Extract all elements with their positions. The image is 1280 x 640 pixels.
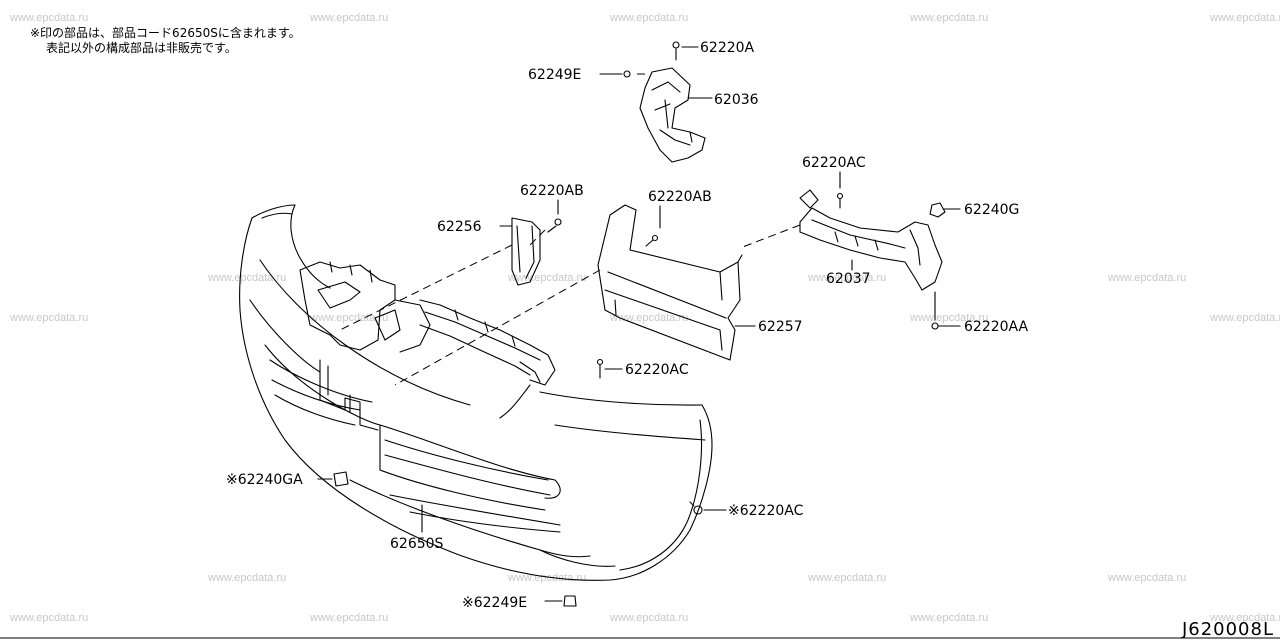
diagram-id: J620008L — [1181, 619, 1274, 640]
watermark: www.epcdata.ru — [910, 312, 989, 324]
bracket-62256[interactable] — [511, 217, 562, 286]
watermark: www.epcdata.ru — [508, 572, 587, 584]
watermark: www.epcdata.ru — [610, 12, 689, 24]
watermark: www.epcdata.ru — [310, 312, 389, 324]
watermark: www.epcdata.ru — [1210, 312, 1280, 324]
watermark: www.epcdata.ru — [1210, 12, 1280, 24]
label-62220ac-mid: 62220AC — [625, 362, 689, 378]
watermark: www.epcdata.ru — [910, 612, 989, 624]
bracket-62036[interactable] — [623, 41, 706, 163]
bracket-62037[interactable] — [799, 189, 946, 330]
watermark: www.epcdata.ru — [310, 12, 389, 24]
watermark: www.epcdata.ru — [310, 612, 389, 624]
watermark: www.epcdata.ru — [910, 12, 989, 24]
label-62220ab-mid: 62220AB — [648, 189, 712, 205]
clip-62249e-bottom[interactable] — [563, 595, 577, 607]
watermark: www.epcdata.ru — [808, 272, 887, 284]
screw-62220ac-mid[interactable] — [596, 358, 604, 379]
bumper-fascia-62650s[interactable] — [239, 204, 713, 581]
watermark: www.epcdata.ru — [208, 572, 287, 584]
clip-62240ga[interactable] — [333, 471, 349, 487]
label-62220ab-left: 62220AB — [520, 183, 584, 199]
watermark: www.epcdata.ru — [208, 272, 287, 284]
label-62220aa: 62220AA — [964, 319, 1029, 335]
screw-62220ac-lower[interactable] — [689, 501, 703, 515]
watermark: www.epcdata.ru — [1108, 572, 1187, 584]
label-62256: 62256 — [437, 219, 482, 235]
watermark: www.epcdata.ru — [10, 612, 89, 624]
label-62036: 62036 — [714, 92, 759, 108]
air-duct-62257[interactable] — [597, 204, 743, 361]
label-62037: 62037 — [826, 271, 871, 287]
watermark: www.epcdata.ru — [10, 312, 89, 324]
label-62220a: 62220A — [700, 40, 755, 56]
watermark: www.epcdata.ru — [1210, 612, 1280, 624]
leader-lines — [317, 46, 961, 602]
label-62249e-bottom: ※62249E — [462, 595, 527, 611]
assembly-lines — [339, 73, 801, 386]
label-62220ac-top: 62220AC — [802, 155, 866, 171]
watermark: www.epcdata.ru — [610, 612, 689, 624]
watermark: www.epcdata.ru — [610, 312, 689, 324]
watermark: www.epcdata.ru — [808, 572, 887, 584]
label-62240ga: ※62240GA — [226, 472, 303, 488]
note-not-sold: 表記以外の構成部品は非販売です。 — [46, 41, 237, 55]
watermark: www.epcdata.ru — [1108, 272, 1187, 284]
label-62257: 62257 — [758, 319, 803, 335]
label-62220ac-low: ※62220AC — [728, 503, 804, 519]
label-62249e-top: 62249E — [528, 67, 581, 83]
note-included-parts: ※印の部品は、部品コード62650Sに含まれます。 — [30, 26, 301, 40]
watermark: www.epcdata.ru — [10, 12, 89, 24]
label-62650s: 62650S — [390, 536, 444, 552]
label-62240g: 62240G — [964, 202, 1019, 218]
